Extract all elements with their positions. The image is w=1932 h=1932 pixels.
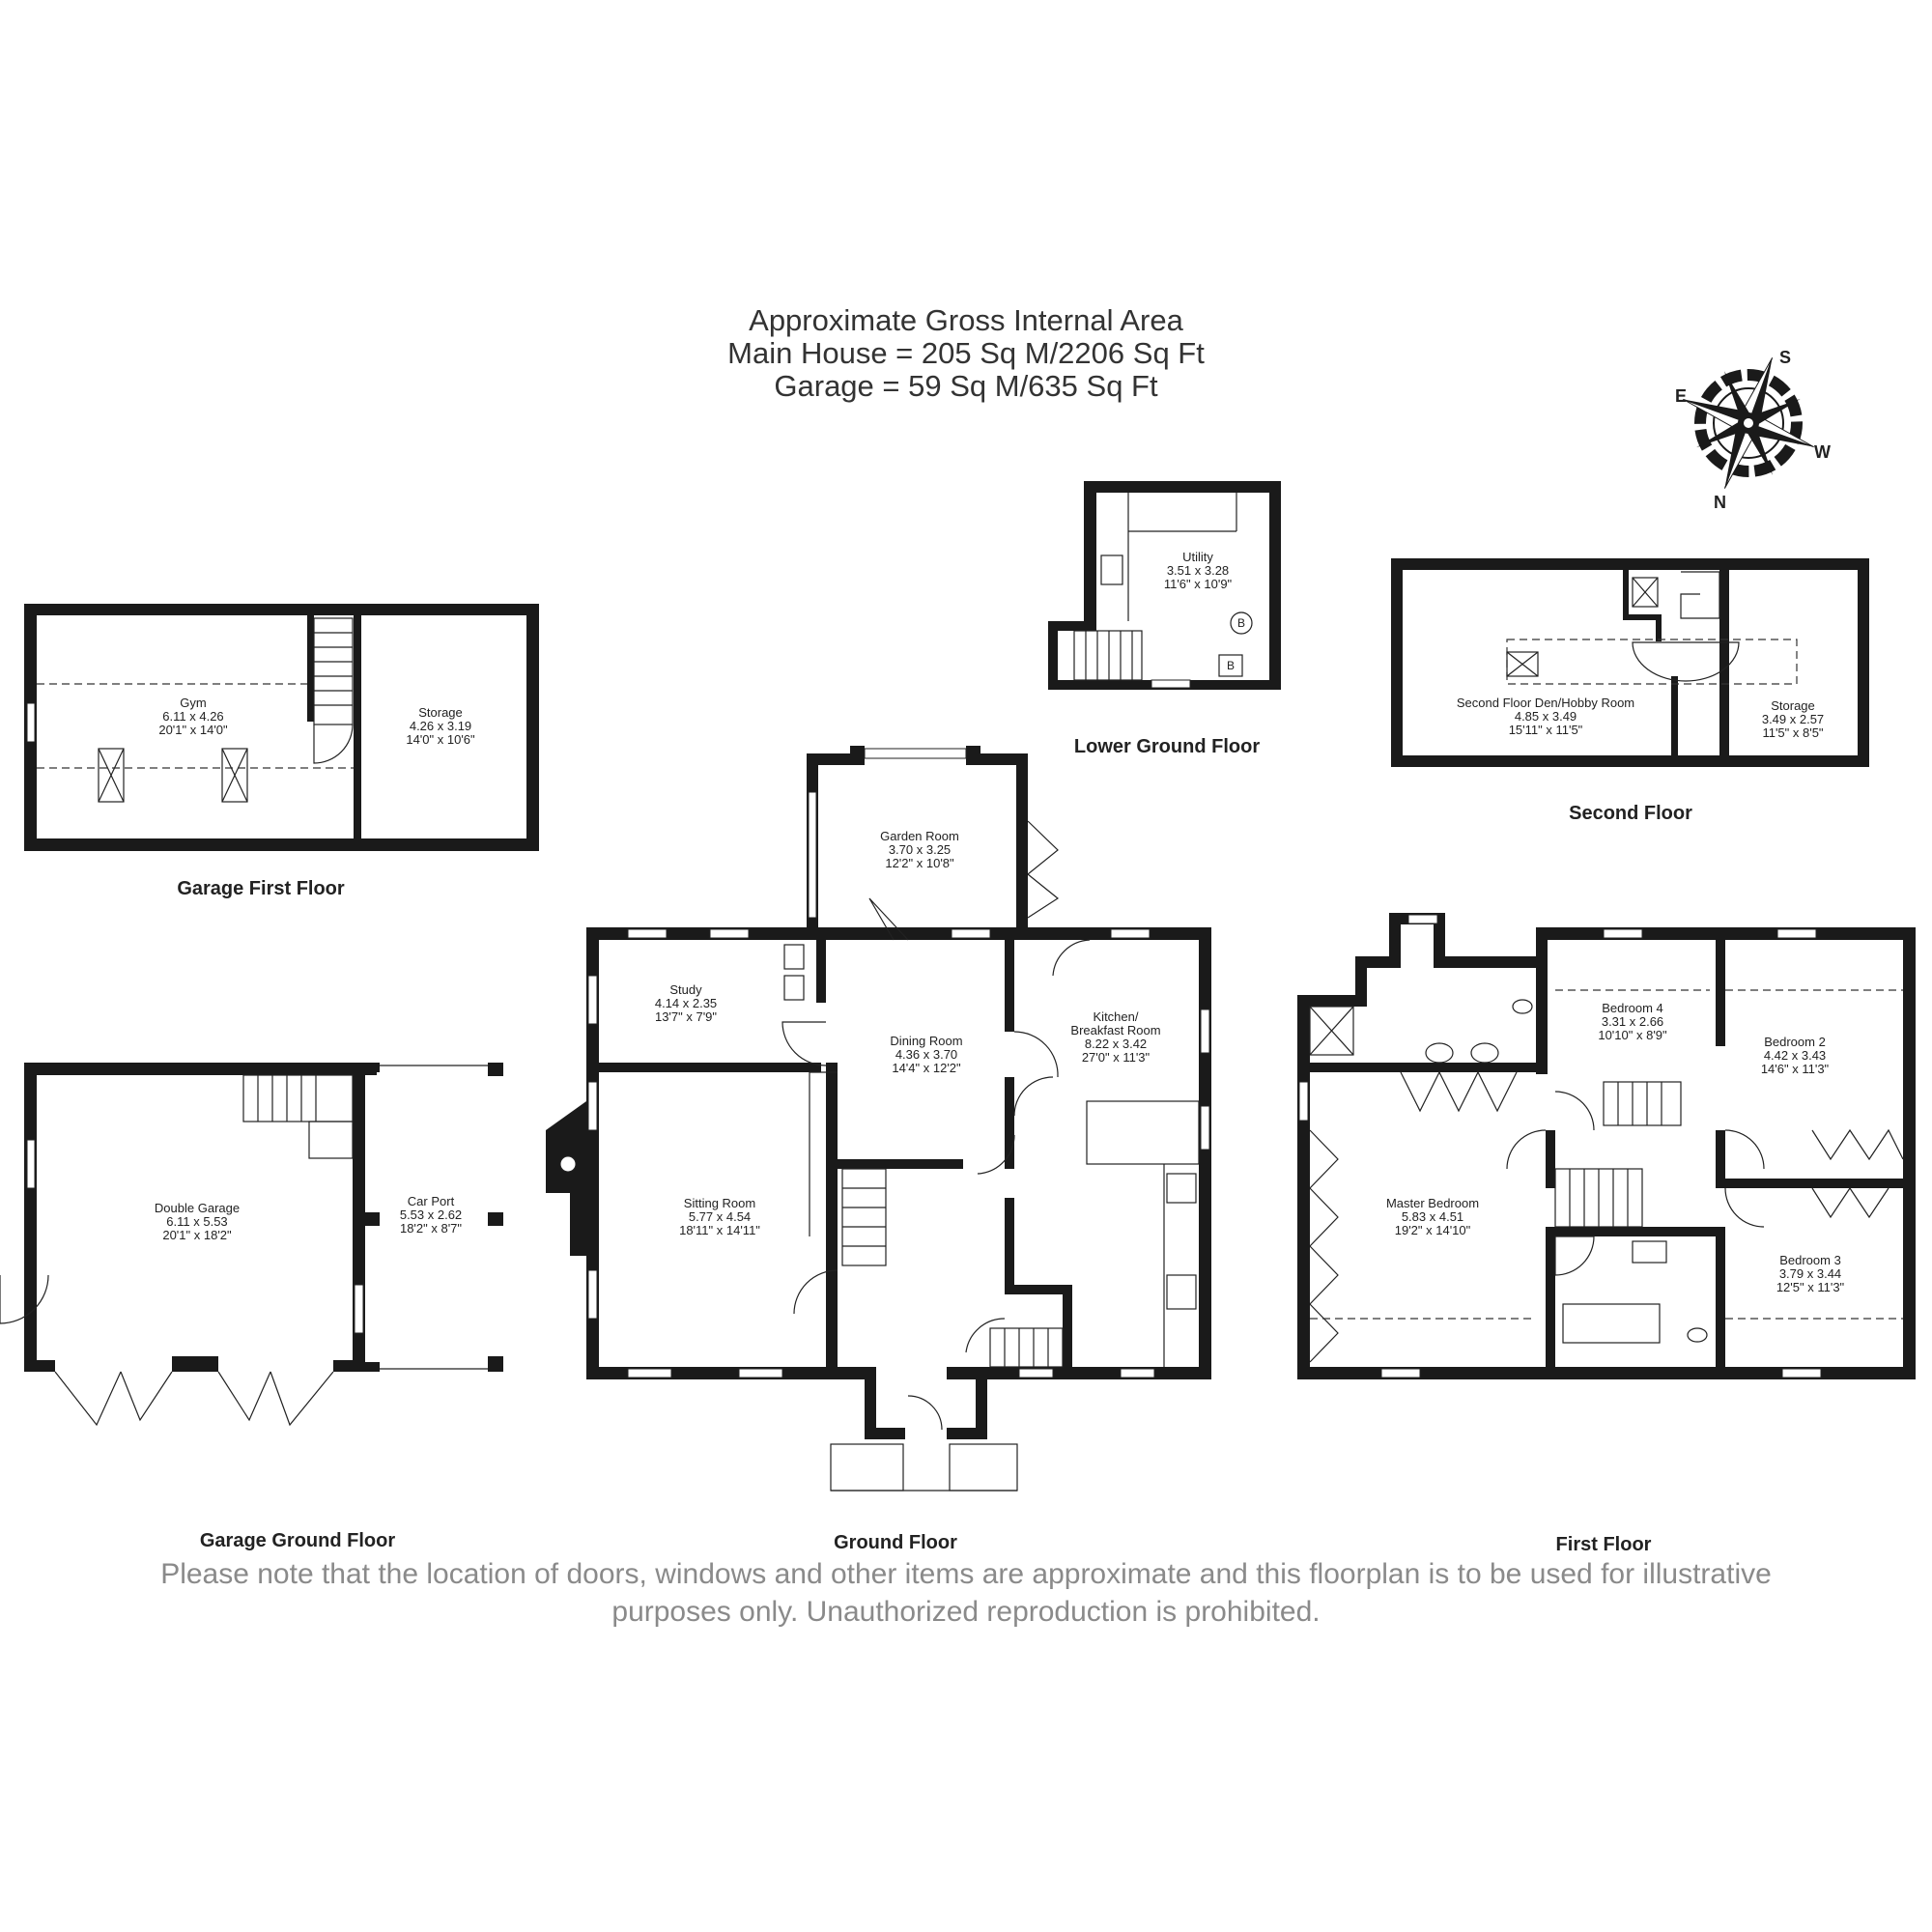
disclaimer: Please note that the location of doors, … xyxy=(0,1555,1932,1631)
room-garden-room-name: Garden Room xyxy=(880,829,959,843)
second-floor-plan xyxy=(1391,558,1869,767)
room-den-imperial: 15'11" x 11'5" xyxy=(1508,723,1583,737)
garage-area: Garage = 59 Sq M/635 Sq Ft xyxy=(774,369,1158,403)
room-bedroom-3: Bedroom 3 3.79 x 3.44 12'5" x 11'3" xyxy=(1776,1254,1844,1294)
compass-n: N xyxy=(1714,493,1726,512)
floor-label-garage-first: Garage First Floor xyxy=(177,878,345,899)
room-utility-metric: 3.51 x 3.28 xyxy=(1166,563,1230,578)
room-dining-room: Dining Room 4.36 x 3.70 14'4" x 12'2" xyxy=(890,1035,962,1075)
room-garden-room-imperial: 12'2" x 10'8" xyxy=(885,856,954,870)
room-den-metric: 4.85 x 3.49 xyxy=(1514,709,1577,724)
room-master-bedroom-metric: 5.83 x 4.51 xyxy=(1401,1209,1464,1224)
floor-label-first: First Floor xyxy=(1555,1534,1652,1555)
room-dining-room-metric: 4.36 x 3.70 xyxy=(895,1047,958,1062)
garage-ground-floor-plan xyxy=(0,1063,503,1427)
room-gym-imperial: 20'1" x 14'0" xyxy=(158,723,228,737)
room-double-garage-imperial: 20'1" x 18'2" xyxy=(162,1228,232,1242)
room-kitchen-metric: 8.22 x 3.42 xyxy=(1084,1037,1148,1051)
room-double-garage-metric: 6.11 x 5.53 xyxy=(166,1214,228,1229)
room-garage-storage: Storage 4.26 x 3.19 14'0" x 10'6" xyxy=(406,706,474,747)
room-kitchen-line1: Kitchen/ xyxy=(1093,1009,1139,1024)
area-title: Approximate Gross Internal Area xyxy=(749,303,1183,337)
room-master-bedroom-imperial: 19'2" x 14'10" xyxy=(1394,1223,1471,1237)
room-utility: Utility 3.51 x 3.28 11'6" x 10'9" xyxy=(1164,551,1232,591)
floor-label-lower-ground: Lower Ground Floor xyxy=(1073,736,1261,757)
room-sitting-room-metric: 5.77 x 4.54 xyxy=(688,1209,752,1224)
room-double-garage: Double Garage 6.11 x 5.53 20'1" x 18'2" xyxy=(155,1202,240,1242)
boiler-symbol: B xyxy=(1236,616,1246,630)
room-second-storage-metric: 3.49 x 2.57 xyxy=(1761,712,1825,726)
room-bedroom-4: Bedroom 4 3.31 x 2.66 10'10" x 8'9" xyxy=(1598,1002,1666,1042)
room-car-port-name: Car Port xyxy=(407,1194,455,1208)
compass-rose: S E W N xyxy=(1675,348,1831,512)
room-utility-name: Utility xyxy=(1182,550,1213,564)
room-bedroom-3-imperial: 12'5" x 11'3" xyxy=(1776,1280,1845,1294)
room-sitting-room-imperial: 18'11" x 14'11" xyxy=(679,1223,760,1237)
compass-s: S xyxy=(1779,348,1791,367)
room-bedroom-3-metric: 3.79 x 3.44 xyxy=(1778,1266,1842,1281)
room-car-port: Car Port 5.53 x 2.62 18'2" x 8'7" xyxy=(400,1195,462,1236)
room-bedroom-2-imperial: 14'6" x 11'3" xyxy=(1760,1062,1830,1076)
room-second-storage-name: Storage xyxy=(1771,698,1815,713)
room-bedroom-2-name: Bedroom 2 xyxy=(1764,1035,1826,1049)
room-double-garage-name: Double Garage xyxy=(154,1201,241,1215)
disclaimer-line-1: Please note that the location of doors, … xyxy=(160,1558,1772,1590)
room-bedroom-3-name: Bedroom 3 xyxy=(1779,1253,1841,1267)
room-kitchen-name: Breakfast Room xyxy=(1070,1023,1161,1037)
room-garage-storage-name: Storage xyxy=(418,705,463,720)
room-dining-room-imperial: 14'4" x 12'2" xyxy=(892,1061,961,1075)
ground-floor-plan xyxy=(546,746,1211,1492)
room-second-storage: Storage 3.49 x 2.57 11'5" x 8'5" xyxy=(1762,699,1824,740)
room-bedroom-2-metric: 4.42 x 3.43 xyxy=(1763,1048,1827,1063)
room-garden-room: Garden Room 3.70 x 3.25 12'2" x 10'8" xyxy=(880,830,959,870)
room-garage-storage-imperial: 14'0" x 10'6" xyxy=(406,732,475,747)
room-gym-name: Gym xyxy=(180,696,207,710)
garage-first-floor-plan xyxy=(24,604,539,851)
floor-label-garage-ground: Garage Ground Floor xyxy=(199,1530,396,1551)
room-sitting-room: Sitting Room 5.77 x 4.54 18'11" x 14'11" xyxy=(679,1197,760,1237)
room-dining-room-name: Dining Room xyxy=(890,1034,963,1048)
area-summary: Approximate Gross Internal Area Main Hou… xyxy=(0,304,1932,403)
room-bedroom-4-imperial: 10'10" x 8'9" xyxy=(1598,1028,1667,1042)
room-den-name: Second Floor Den/Hobby Room xyxy=(1456,696,1635,710)
room-car-port-imperial: 18'2" x 8'7" xyxy=(399,1221,463,1236)
room-study-metric: 4.14 x 2.35 xyxy=(654,996,718,1010)
room-sitting-room-name: Sitting Room xyxy=(683,1196,756,1210)
floor-label-ground: Ground Floor xyxy=(834,1532,957,1553)
room-den: Second Floor Den/Hobby Room 4.85 x 3.49 … xyxy=(1457,696,1634,737)
room-bedroom-2: Bedroom 2 4.42 x 3.43 14'6" x 11'3" xyxy=(1761,1036,1829,1076)
disclaimer-line-2: purposes only. Unauthorized reproduction… xyxy=(611,1596,1321,1628)
lower-ground-floor-plan xyxy=(1048,481,1281,690)
main-house-area: Main House = 205 Sq M/2206 Sq Ft xyxy=(727,336,1205,370)
room-gym: Gym 6.11 x 4.26 20'1" x 14'0" xyxy=(158,696,227,737)
room-second-storage-imperial: 11'5" x 8'5" xyxy=(1762,725,1824,740)
boiler-symbol-2: B xyxy=(1226,659,1236,672)
room-garage-storage-metric: 4.26 x 3.19 xyxy=(409,719,472,733)
room-utility-imperial: 11'6" x 10'9" xyxy=(1163,577,1233,591)
first-floor-plan xyxy=(1297,913,1916,1379)
room-master-bedroom-name: Master Bedroom xyxy=(1385,1196,1480,1210)
compass-e: E xyxy=(1675,386,1687,406)
compass-w: W xyxy=(1814,442,1831,462)
room-kitchen: Kitchen/ Breakfast Room 8.22 x 3.42 27'0… xyxy=(1070,1010,1160,1065)
room-kitchen-imperial: 27'0" x 11'3" xyxy=(1081,1050,1151,1065)
room-car-port-metric: 5.53 x 2.62 xyxy=(399,1208,463,1222)
room-garden-room-metric: 3.70 x 3.25 xyxy=(888,842,952,857)
room-bedroom-4-name: Bedroom 4 xyxy=(1602,1001,1663,1015)
room-master-bedroom: Master Bedroom 5.83 x 4.51 19'2" x 14'10… xyxy=(1386,1197,1479,1237)
room-study-imperial: 13'7" x 7'9" xyxy=(654,1009,718,1024)
room-bedroom-4-metric: 3.31 x 2.66 xyxy=(1601,1014,1664,1029)
room-study-name: Study xyxy=(669,982,702,997)
room-gym-metric: 6.11 x 4.26 xyxy=(162,709,224,724)
room-study: Study 4.14 x 2.35 13'7" x 7'9" xyxy=(655,983,717,1024)
floor-label-second: Second Floor xyxy=(1569,803,1692,824)
